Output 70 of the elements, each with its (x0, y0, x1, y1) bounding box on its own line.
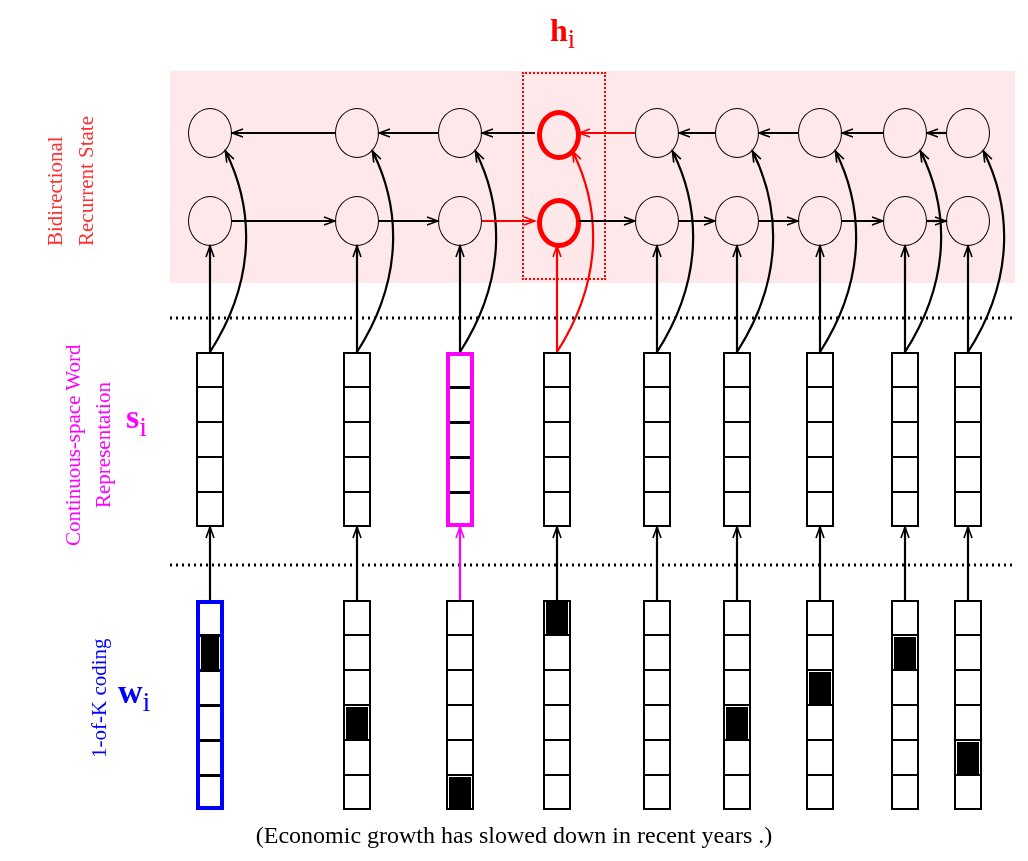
vector-column (196, 600, 224, 810)
arrow (815, 245, 825, 352)
arrow (379, 216, 439, 226)
axis-label: Continuous-space Word Representation (60, 343, 116, 548)
arrow (732, 245, 742, 352)
arrow (963, 245, 973, 352)
vector-column (723, 600, 751, 810)
arrow (356, 150, 395, 353)
arrow (481, 128, 535, 138)
vector-column (806, 600, 834, 810)
arrow (842, 216, 884, 226)
vector-column (446, 352, 474, 527)
arrow (678, 128, 715, 138)
vector-column (543, 352, 571, 527)
arrow (552, 245, 562, 352)
vector-column (723, 352, 751, 527)
symbol-label: s$_{i}$ (126, 398, 148, 443)
vector-column (643, 600, 671, 810)
axis-label: 1-of-K coding (86, 637, 112, 760)
arrow (578, 128, 635, 138)
section-label: Bidirectional Recurrent State (42, 114, 99, 246)
arrow (205, 245, 215, 352)
arrow (352, 526, 362, 600)
arrow (926, 128, 946, 138)
vector-column (954, 600, 982, 810)
vector-column (891, 600, 919, 810)
vector-column (343, 600, 371, 810)
vector-column (446, 600, 474, 810)
arrow (758, 128, 798, 138)
arrow (736, 150, 775, 353)
arrow (205, 526, 215, 600)
arrow (459, 150, 498, 353)
arrow (967, 150, 1006, 353)
arrow (579, 216, 636, 226)
arrow (841, 128, 883, 138)
vector-column (954, 352, 982, 527)
arrow (652, 526, 662, 600)
caption-text: (Economic growth has slowed down in recent years .) (254, 822, 774, 849)
arrow (900, 526, 910, 600)
vector-column (643, 352, 671, 527)
arrow (482, 216, 536, 226)
arrow (656, 150, 695, 353)
arrow (231, 128, 335, 138)
arrow (455, 526, 465, 600)
arrow (378, 128, 438, 138)
arrow (352, 245, 362, 352)
state-circle (537, 198, 581, 248)
arrow (963, 526, 973, 600)
vector-column (891, 352, 919, 527)
arrow (819, 150, 858, 353)
arrow (904, 150, 943, 353)
arrow (900, 245, 910, 352)
arrow (815, 526, 825, 600)
vector-column (343, 352, 371, 527)
arrow (556, 150, 595, 353)
arrow (232, 216, 336, 226)
arrow (455, 245, 465, 352)
symbol-label: w$_{i}$ (118, 673, 151, 718)
node-label: h$_{i}$ (550, 12, 576, 56)
vector-column (196, 352, 224, 527)
arrow (552, 526, 562, 600)
vector-column (806, 352, 834, 527)
state-circle (537, 110, 581, 160)
arrow (759, 216, 799, 226)
arrow (652, 245, 662, 352)
vector-column (543, 600, 571, 810)
arrow (679, 216, 716, 226)
arrow (209, 150, 248, 353)
arrow (732, 526, 742, 600)
arrow (927, 216, 947, 226)
